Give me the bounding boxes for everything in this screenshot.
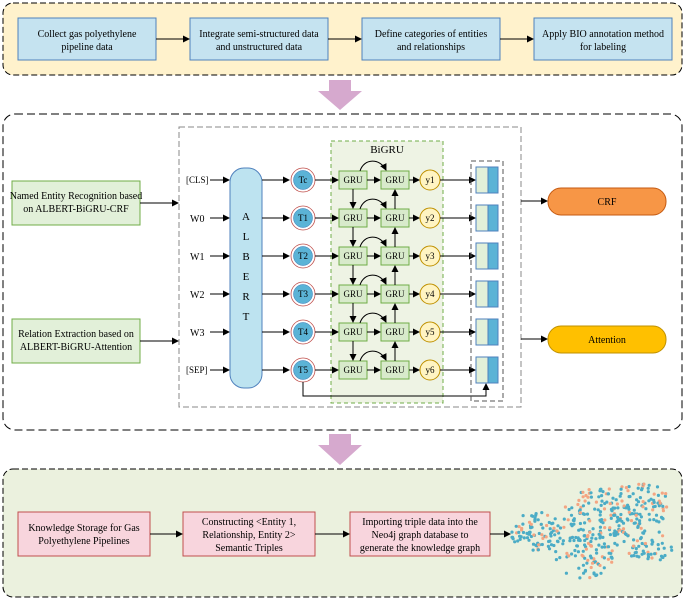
- token-t5: T5: [290, 357, 316, 383]
- gru-cross-links: [359, 160, 387, 374]
- output-to-vector-arrows: [440, 176, 476, 374]
- output-label-y4: y4: [426, 289, 436, 299]
- output-y5: y5: [419, 321, 441, 343]
- vector-stack: [475, 166, 499, 384]
- model-inner-frame: [178, 126, 522, 408]
- gru-backward-label-4: GRU: [385, 289, 405, 299]
- output-y2: y2: [419, 207, 441, 229]
- pipeline-step-3-line-2: and relationships: [397, 42, 465, 53]
- input-label-cls: [CLS]: [186, 175, 209, 185]
- gru-backward-label-1: GRU: [385, 175, 405, 185]
- input-label-sep: [SEP]: [186, 365, 208, 375]
- token-t1: T1: [290, 205, 316, 231]
- crf-head-label: CRF: [598, 197, 617, 208]
- gru-forward-label-1: GRU: [343, 175, 363, 185]
- storage-step-3-line-1: Importing triple data into the: [362, 517, 478, 528]
- input-arrows: [210, 176, 230, 374]
- pipeline-step-4-line-1: Apply BIO annotation method: [542, 29, 664, 40]
- output-label-y3: y3: [426, 251, 436, 261]
- token-t2: T2: [290, 243, 316, 269]
- albert-letter-a: A: [242, 211, 250, 223]
- albert-letter-l: L: [243, 231, 250, 243]
- attention-head-label: Attention: [588, 335, 626, 346]
- input-label-w0: W0: [190, 214, 204, 225]
- storage-step-1: Knowledge Storage for Gas Polyethylene P…: [17, 511, 151, 557]
- token-t3: T3: [290, 281, 316, 307]
- output-label-y2: y2: [426, 213, 435, 223]
- down-arrow-2: [318, 434, 362, 465]
- storage-step-2-line-2: Relationship, Entity 2>: [202, 530, 295, 541]
- down-arrow-1: [318, 80, 362, 110]
- output-label-y6: y6: [426, 365, 436, 375]
- knowledge-graph-image: [510, 482, 674, 580]
- token-t5-skip-line: [302, 382, 490, 397]
- gru-backward-label-5: GRU: [385, 327, 405, 337]
- input-label-w1: W1: [190, 252, 204, 263]
- re-task-box: Relation Extraction based on ALBERT-BiGR…: [11, 318, 141, 364]
- pipeline-step-2: Integrate semi-structured data and unstr…: [189, 17, 329, 61]
- storage-step-1-line-2: Polyethylene Pipelines: [38, 536, 129, 547]
- gru-backward-label-6: GRU: [385, 365, 405, 375]
- output-y4: y4: [419, 283, 441, 305]
- vector-column-frame: [470, 160, 504, 402]
- ner-task-line-1: Named Entity Recognition based: [10, 191, 142, 202]
- ner-task-line-2: on ALBERT-BiGRU-CRF: [23, 204, 129, 215]
- input-label-w2: W2: [190, 290, 204, 301]
- pipeline-step-3-line-1: Define categories of entities: [375, 29, 488, 40]
- albert-letter-r: R: [242, 291, 250, 303]
- token-to-gru-arrows: [315, 176, 339, 374]
- gru-forward-label-2: GRU: [343, 213, 363, 223]
- gru-backward-label-3: GRU: [385, 251, 405, 261]
- storage-step-3: Importing triple data into the Neo4j gra…: [349, 511, 491, 557]
- re-task-line-2: ALBERT-BiGRU-Attention: [20, 342, 132, 353]
- pipeline-step-2-line-1: Integrate semi-structured data: [199, 29, 319, 40]
- pipeline-step-4: Apply BIO annotation method for labeling: [533, 17, 673, 61]
- token-label-t5: T5: [298, 365, 308, 375]
- gru-forward-label-4: GRU: [343, 289, 363, 299]
- gru-forward-label-5: GRU: [343, 327, 363, 337]
- ner-task-box: Named Entity Recognition based on ALBERT…: [10, 180, 142, 226]
- storage-step-2-line-3: Semantic Triples: [215, 543, 283, 554]
- albert-block: A L B E R T: [229, 167, 263, 389]
- albert-letter-t: T: [243, 311, 250, 323]
- storage-step-3-line-3: generate the knowledge graph: [360, 543, 480, 554]
- storage-panel: [2, 468, 683, 598]
- storage-step-1-line-1: Knowledge Storage for Gas: [28, 523, 139, 534]
- pipeline-step-3: Define categories of entities and relati…: [361, 17, 501, 61]
- crf-head: CRF: [547, 187, 667, 216]
- storage-step-2-line-1: Constructing <Entity 1,: [202, 517, 296, 528]
- token-label-tc: Tc: [299, 175, 308, 185]
- token-t4: T4: [290, 319, 316, 345]
- gru-forward-label-3: GRU: [343, 251, 363, 261]
- bigru-label: BiGRU: [370, 144, 404, 156]
- albert-to-token-arrows: [262, 176, 290, 374]
- output-y3: y3: [419, 245, 441, 267]
- output-y1: y1: [419, 169, 441, 191]
- gru-backward-label-2: GRU: [385, 213, 405, 223]
- attention-head: Attention: [547, 325, 667, 354]
- storage-step-3-line-2: Neo4j graph database to: [372, 530, 469, 541]
- token-label-t1: T1: [298, 213, 308, 223]
- pipeline-step-1: Collect gas polyethylene pipeline data: [17, 17, 157, 61]
- storage-step-2: Constructing <Entity 1, Relationship, En…: [182, 511, 316, 557]
- pipeline-step-2-line-2: and unstructured data: [216, 42, 303, 53]
- pipeline-step-1-line-2: pipeline data: [61, 42, 113, 53]
- token-label-t2: T2: [298, 251, 308, 261]
- re-task-line-1: Relation Extraction based on: [18, 329, 134, 340]
- token-tc: Tc: [290, 167, 316, 193]
- gru-to-output-arrows: [409, 176, 420, 374]
- output-label-y5: y5: [426, 327, 436, 337]
- albert-letter-e: E: [243, 271, 250, 283]
- pipeline-step-1-line-1: Collect gas polyethylene: [38, 29, 137, 40]
- token-label-t4: T4: [298, 327, 308, 337]
- gru-forward-label-6: GRU: [343, 365, 363, 375]
- input-label-w3: W3: [190, 328, 204, 339]
- output-label-y1: y1: [426, 175, 435, 185]
- pipeline-step-4-line-2: for labeling: [580, 42, 626, 53]
- token-label-t3: T3: [298, 289, 308, 299]
- albert-letter-b: B: [242, 251, 249, 263]
- output-y6: y6: [419, 359, 441, 381]
